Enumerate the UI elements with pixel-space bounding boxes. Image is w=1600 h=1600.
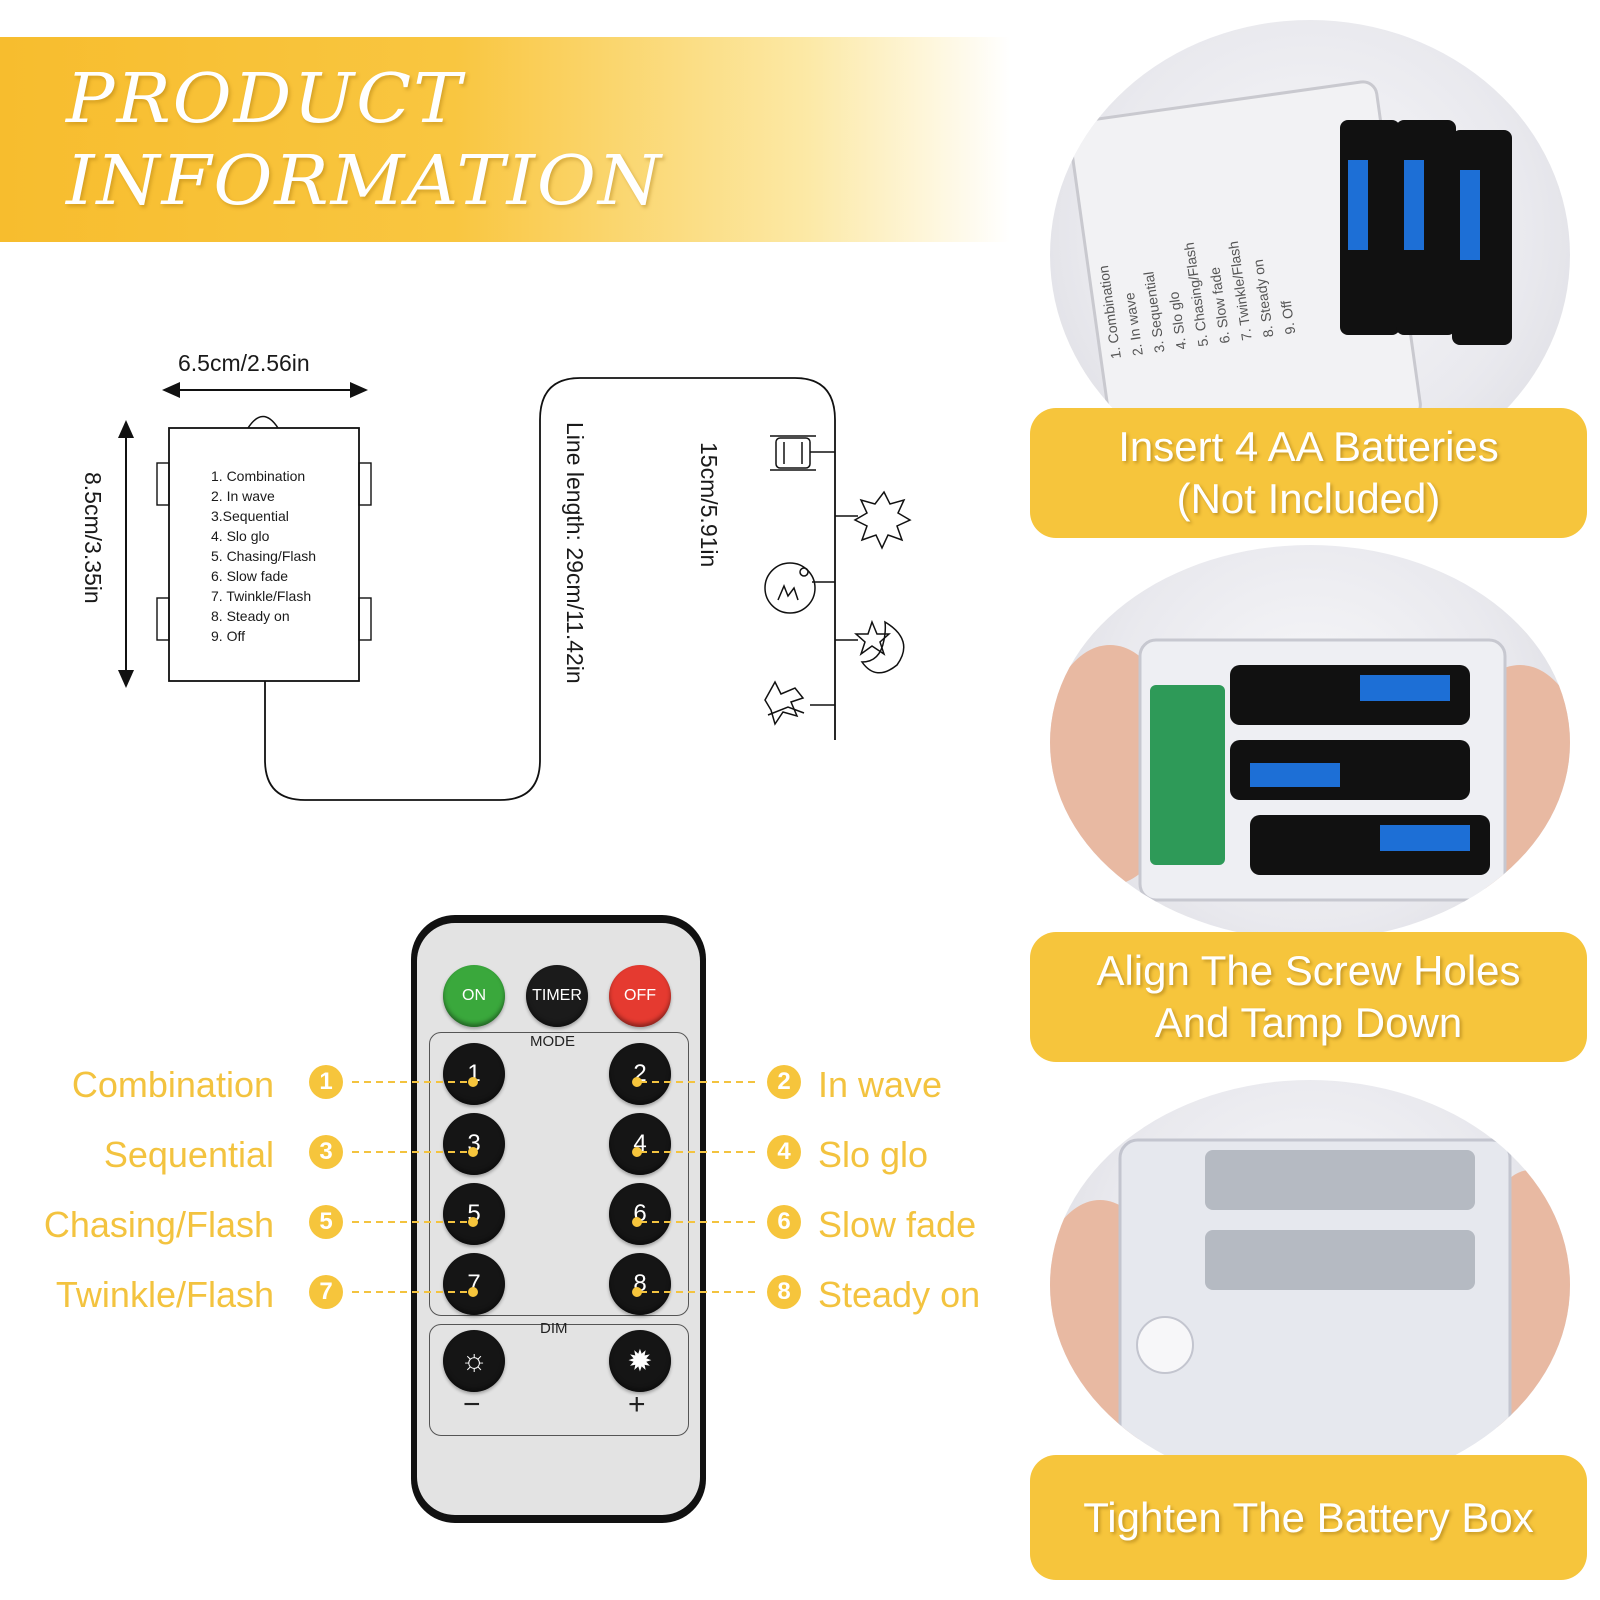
mode-number-badge: 5 [309,1205,343,1239]
wire-line [264,377,836,801]
title-line-2: INFORMATION [66,140,663,220]
mode-label: MODE [530,1033,575,1050]
box-mode-item: 5. Chasing/Flash [211,548,317,564]
step-1-line-2: (Not Included) [1176,475,1441,522]
dimension-diagram [118,377,912,801]
on-button[interactable]: ON [443,965,505,1027]
minus-label: − [463,1388,481,1421]
step-2-line-1: Align The Screw Holes [1096,947,1521,994]
photo-align-screw-holes [1050,545,1570,940]
mode-button-3[interactable]: 3 [443,1113,505,1175]
dim-down-button[interactable]: ☼ [443,1330,505,1392]
step-1-line-1: Insert 4 AA Batteries [1118,423,1499,470]
timer-button[interactable]: TIMER [526,965,588,1027]
star-charm [835,490,912,550]
box-mode-item: 3.Sequential [211,508,289,524]
dim-label: DIM [540,1320,568,1337]
mode-number-badge: 4 [767,1135,801,1169]
battery-box-outline [156,415,372,682]
mode-number-badge: 3 [309,1135,343,1169]
box-mode-item: 4. Slo glo [211,528,270,544]
step-banner-3: Tighten The Battery Box [1030,1455,1587,1580]
lantern-charm [770,435,835,471]
box-width-label: 6.5cm/2.56in [178,350,310,376]
mode-label-steady-on: Steady on [818,1274,981,1315]
box-mode-item: 9. Off [211,628,245,644]
open-battery-box-illustration [1050,638,1570,905]
svg-text:9. Off: 9. Off [1278,299,1299,335]
mode-label-twinkle-flash: Twinkle/Flash [55,1274,274,1315]
step-banner-2: Align The Screw Holes And Tamp Down [1030,932,1587,1062]
mode-panel [429,1032,689,1316]
moon-star-charm [835,619,905,674]
dim-panel [429,1324,689,1436]
closed-battery-box-illustration [1050,1138,1570,1462]
witch-charm [764,680,835,726]
leader-lines [352,1077,760,1297]
title-line-1: PRODUCT [66,58,464,138]
moon-charm [764,562,835,614]
off-button[interactable]: OFF [609,965,671,1027]
step-2-line-2: And Tamp Down [1154,999,1463,1046]
mode-number-badge: 8 [767,1275,801,1309]
mode-number-badge: 2 [767,1065,801,1099]
mode-number-badge: 6 [767,1205,801,1239]
header-band [0,37,1010,242]
box-mode-item: 1. Combination [211,468,306,484]
box-mode-item: 7. Twinkle/Flash [211,588,312,604]
mode-number-badge: 7 [309,1275,343,1309]
mode-label-chasing-flash: Chasing/Flash [43,1204,274,1245]
mode-button-6[interactable]: 6 [609,1183,671,1245]
dim-up-button[interactable]: ✹ [609,1330,671,1392]
box-mode-item: 8. Steady on [211,608,290,624]
mode-number-badge: 1 [309,1065,343,1099]
mode-label-sequential: Sequential [103,1134,274,1175]
mode-label-slow-fade: Slow fade [818,1204,977,1245]
plus-label: + [628,1388,646,1421]
step-3-line-1: Tighten The Battery Box [1083,1493,1534,1541]
photo-tighten-box [1050,1080,1570,1490]
box-mode-item: 2. In wave [211,488,275,504]
mode-label-in-wave: In wave [818,1064,943,1105]
mode-label-combination: Combination [71,1064,274,1105]
on-button-label: ON [462,987,486,1004]
mode-button-4[interactable]: 4 [609,1113,671,1175]
timer-button-label: TIMER [532,987,582,1004]
mode-label-slo-glo: Slo glo [818,1134,929,1175]
aa-battery-icons [1340,120,1512,345]
off-button-label: OFF [624,987,656,1004]
box-mode-item: 6. Slow fade [211,568,289,584]
step-banner-1: Insert 4 AA Batteries (Not Included) [1030,408,1587,538]
sun-dim-icon: ☼ [460,1344,488,1377]
box-mode-list: 1. Combination 2. In wave 3.Sequential 4… [211,466,316,646]
sun-bright-icon: ✹ [627,1344,653,1378]
